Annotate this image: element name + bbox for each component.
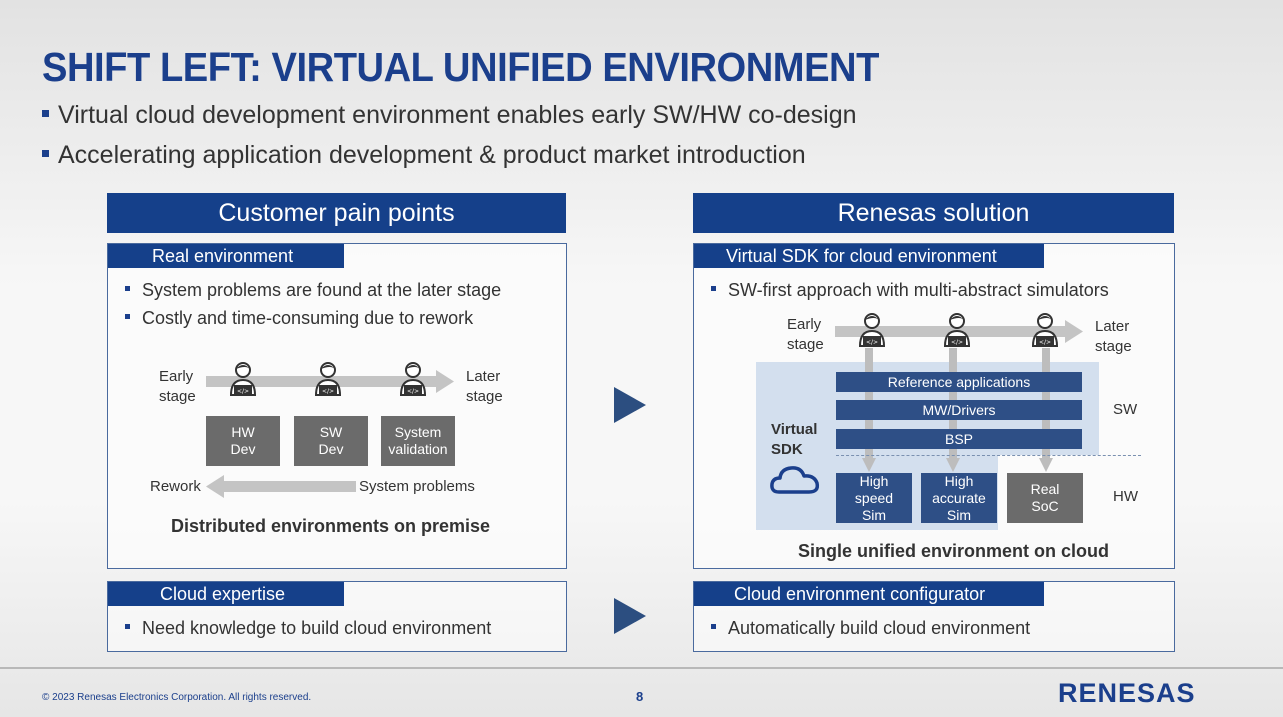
rework-label: Rework (150, 478, 201, 495)
unified-caption: Single unified environment on cloud (798, 541, 1110, 561)
real-environment-panel: Real environment System problems are fou… (107, 243, 567, 569)
bullet-square-icon (125, 623, 130, 629)
play-arrow-icon (614, 387, 646, 423)
svg-text:</>: </> (237, 388, 249, 395)
svg-text:</>: </> (322, 388, 334, 395)
system-problems-label: System problems (359, 478, 475, 495)
footer-divider (0, 667, 1283, 669)
reference-applications-layer: Reference applications (836, 372, 1082, 392)
hw-label: HW (1113, 488, 1138, 505)
virtual-sdk-label: Virtual SDK for cloud environment (694, 244, 1044, 268)
developer-icon: </> (399, 362, 427, 396)
svg-text:</>: </> (866, 339, 878, 346)
developer-icon: </> (1031, 313, 1059, 347)
sw-label: SW (1113, 401, 1138, 418)
virtual-sdk-panel: Virtual SDK for cloud environment SW-fir… (693, 243, 1175, 569)
cloud-icon (770, 466, 820, 494)
solution-bullet: SW-first approach with multi-abstract si… (711, 280, 1109, 301)
renesas-solution-header: Renesas solution (693, 193, 1174, 233)
pain-bullet-text: System problems are found at the later s… (142, 280, 502, 300)
main-bullet-text: Accelerating application development & p… (58, 141, 806, 169)
pain-bullet: Costly and time-consuming due to rework (125, 308, 473, 329)
bullet-square-icon (125, 313, 130, 319)
solution-bullet-text: SW-first approach with multi-abstract si… (728, 280, 1109, 300)
virtual-sdk-label-text: Virtual SDK for cloud environment (726, 246, 997, 266)
main-bullet: Virtual cloud development environment en… (42, 101, 857, 130)
pain-bullet-text: Costly and time-consuming due to rework (142, 308, 474, 328)
sw-hw-divider (836, 455, 1141, 456)
cloud-expertise-label: Cloud expertise (108, 582, 344, 606)
developer-icon: </> (858, 313, 886, 347)
cloud-expertise-panel: Cloud expertise Need knowledge to build … (107, 581, 567, 652)
page-number: 8 (636, 689, 644, 704)
svg-text:</>: </> (407, 388, 419, 395)
expertise-bullet: Need knowledge to build cloud environmen… (125, 618, 491, 639)
rework-arrow (206, 475, 356, 498)
bsp-layer: BSP (836, 429, 1082, 449)
bullet-square-icon (125, 285, 130, 291)
configurator-label: Cloud environment configurator (694, 582, 1044, 606)
developer-icon: </> (943, 313, 971, 347)
renesas-logo: RENESAS (1058, 678, 1196, 708)
copyright: © 2023 Renesas Electronics Corporation. … (42, 692, 312, 703)
mw-drivers-layer: MW/Drivers (836, 400, 1082, 420)
bullet-square-icon (711, 623, 716, 629)
pain-bullet: System problems are found at the later s… (125, 280, 501, 301)
configurator-panel: Cloud environment configurator Automatic… (693, 581, 1175, 652)
bullet-square-icon (711, 285, 716, 291)
real-environment-label-text: Real environment (152, 246, 294, 266)
slide-title: SHIFT LEFT: VIRTUAL UNIFIED ENVIRONMENT (42, 44, 879, 90)
play-arrow-icon (614, 598, 646, 634)
real-environment-label: Real environment (108, 244, 344, 268)
main-bullet-text: Virtual cloud development environment en… (58, 101, 857, 129)
bullet-square-icon (42, 109, 49, 117)
bullet-square-icon (42, 149, 49, 157)
main-bullet: Accelerating application development & p… (42, 141, 806, 170)
svg-text:</>: </> (1039, 339, 1051, 346)
cloud-expertise-label-text: Cloud expertise (160, 584, 286, 604)
configurator-label-text: Cloud environment configurator (734, 584, 986, 604)
distributed-caption: Distributed environments on premise (171, 516, 491, 536)
svg-text:</>: </> (951, 339, 963, 346)
configurator-bullet: Automatically build cloud environment (711, 618, 1030, 639)
expertise-bullet-text: Need knowledge to build cloud environmen… (142, 618, 492, 638)
developer-icon: </> (229, 362, 257, 396)
configurator-bullet-text: Automatically build cloud environment (728, 618, 1031, 638)
developer-icon: </> (314, 362, 342, 396)
customer-pain-points-header: Customer pain points (107, 193, 566, 233)
